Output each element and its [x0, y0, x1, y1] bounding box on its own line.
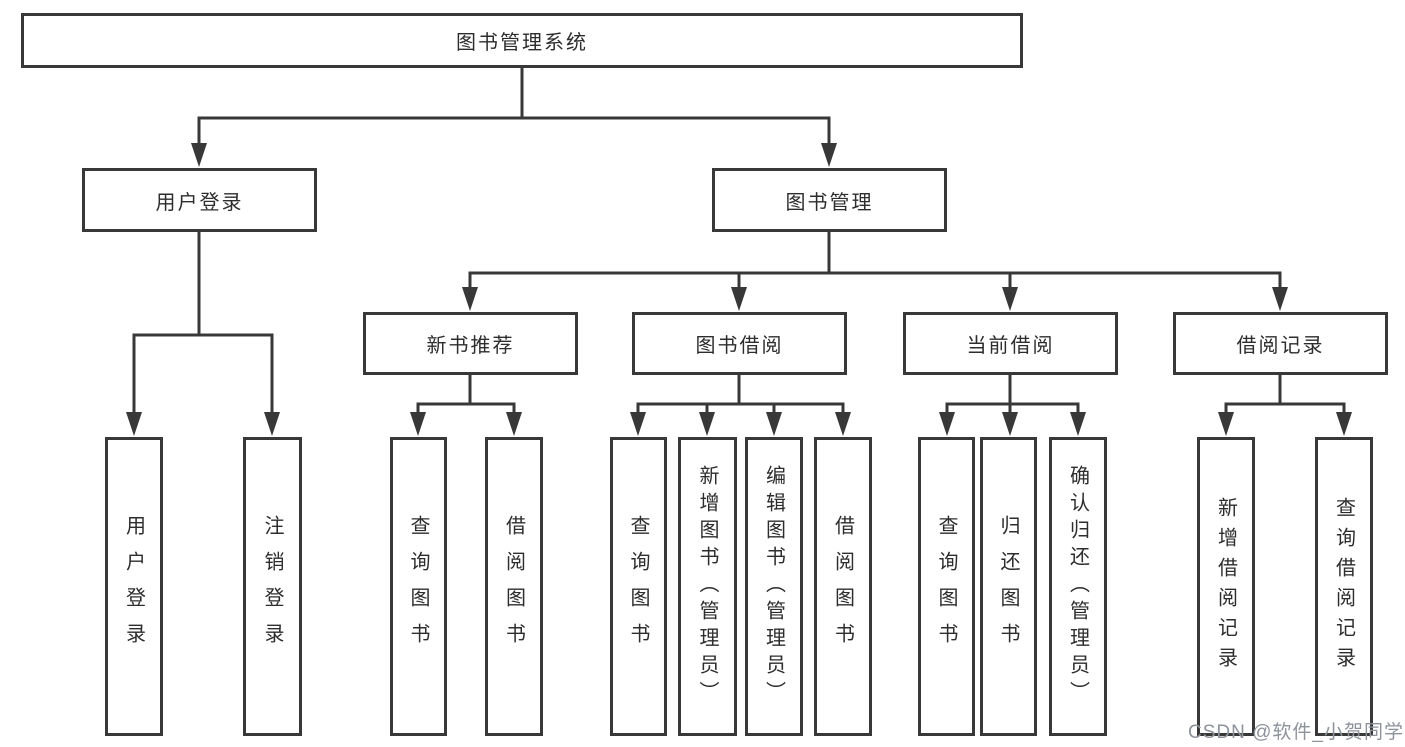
node-book-borrowing-label: 图书借阅: [695, 335, 784, 357]
arrow-down-icon: [1218, 412, 1234, 436]
node-leaf-rec-query-books: 查询图书: [390, 437, 447, 736]
node-user-login-label: 用户登录: [155, 191, 244, 214]
node-leaf-borrow-borrow-books: 借阅图书: [814, 437, 872, 736]
node-root: 图书管理系统: [21, 13, 1023, 68]
arrow-down-icon: [821, 143, 837, 167]
node-leaf-borrow-query-books-label: 查询图书: [627, 514, 649, 659]
node-leaf-borrow-query-books: 查询图书: [610, 437, 667, 736]
arrow-down-icon: [1070, 412, 1086, 436]
arrow-down-icon: [1002, 287, 1018, 311]
node-new-book-recommend-label: 新书推荐: [426, 335, 515, 357]
node-leaf-rec-borrow-books-label: 借阅图书: [502, 514, 525, 659]
arrow-down-icon: [126, 412, 142, 436]
node-new-book-recommend: 新书推荐: [363, 312, 578, 375]
node-leaf-logout-label: 注销登录: [261, 514, 283, 659]
arrow-down-icon: [731, 287, 747, 311]
csdn-watermark: CSDN @软件_小贺同学: [1188, 722, 1404, 743]
arrow-down-icon: [939, 412, 955, 436]
node-leaf-edit-books-admin: 编辑图书（管理员）: [745, 437, 803, 736]
node-current-borrowing-label: 当前借阅: [966, 335, 1055, 357]
arrow-down-icon: [766, 412, 782, 436]
node-borrowing-records: 借阅记录: [1173, 312, 1388, 375]
node-leaf-confirm-return-admin-label: 确认归还（管理员）: [1066, 465, 1089, 708]
node-leaf-add-borrow-record-label: 新增借阅记录: [1214, 496, 1237, 677]
node-leaf-user-login: 用户登录: [105, 437, 163, 736]
node-leaf-query-borrow-record-label: 查询借阅记录: [1332, 496, 1355, 677]
arrow-down-icon: [699, 412, 715, 436]
arrow-down-icon: [1272, 287, 1288, 311]
connector-new-book-recommend: [416, 373, 516, 419]
arrow-down-icon: [264, 412, 280, 436]
node-leaf-current-query-books: 查询图书: [918, 437, 975, 736]
connector-borrowing-records: [1224, 373, 1346, 419]
node-leaf-return-books-label: 归还图书: [997, 514, 1019, 659]
node-leaf-current-query-books-label: 查询图书: [935, 514, 957, 659]
node-leaf-rec-borrow-books: 借阅图书: [485, 437, 543, 736]
arrowheads: [126, 143, 1352, 436]
arrow-down-icon: [630, 412, 646, 436]
node-leaf-query-borrow-record: 查询借阅记录: [1315, 437, 1373, 736]
node-root-label: 图书管理系统: [456, 32, 588, 54]
arrow-down-icon: [835, 412, 851, 436]
node-leaf-add-books-admin-label: 新增图书（管理员）: [696, 465, 718, 708]
connector-book-management: [468, 230, 1282, 294]
node-leaf-edit-books-admin-label: 编辑图书（管理员）: [762, 465, 785, 708]
arrow-down-icon: [191, 143, 207, 167]
connector-current-borrowing: [945, 373, 1080, 419]
node-current-borrowing: 当前借阅: [903, 312, 1118, 375]
node-leaf-add-books-admin: 新增图书（管理员）: [678, 437, 737, 736]
arrow-down-icon: [1336, 412, 1352, 436]
arrow-down-icon: [1002, 412, 1018, 436]
node-leaf-add-borrow-record: 新增借阅记录: [1197, 437, 1255, 736]
arrow-down-icon: [506, 412, 522, 436]
connector-book-borrowing: [636, 373, 845, 419]
arrow-down-icon: [410, 412, 426, 436]
node-leaf-return-books: 归还图书: [980, 437, 1037, 736]
node-leaf-confirm-return-admin: 确认归还（管理员）: [1049, 437, 1107, 736]
connector-root: [197, 66, 831, 150]
node-book-management: 图书管理: [712, 168, 947, 232]
node-leaf-logout: 注销登录: [243, 437, 302, 736]
connector-user-login: [132, 230, 274, 419]
node-leaf-user-login-label: 用户登录: [122, 514, 145, 659]
node-borrowing-records-label: 借阅记录: [1236, 335, 1325, 357]
node-book-borrowing: 图书借阅: [632, 312, 847, 375]
arrow-down-icon: [462, 287, 478, 311]
node-user-login: 用户登录: [82, 168, 317, 232]
node-leaf-borrow-borrow-books-label: 借阅图书: [831, 514, 854, 659]
node-book-management-label: 图书管理: [785, 191, 874, 214]
node-leaf-rec-query-books-label: 查询图书: [407, 514, 429, 659]
